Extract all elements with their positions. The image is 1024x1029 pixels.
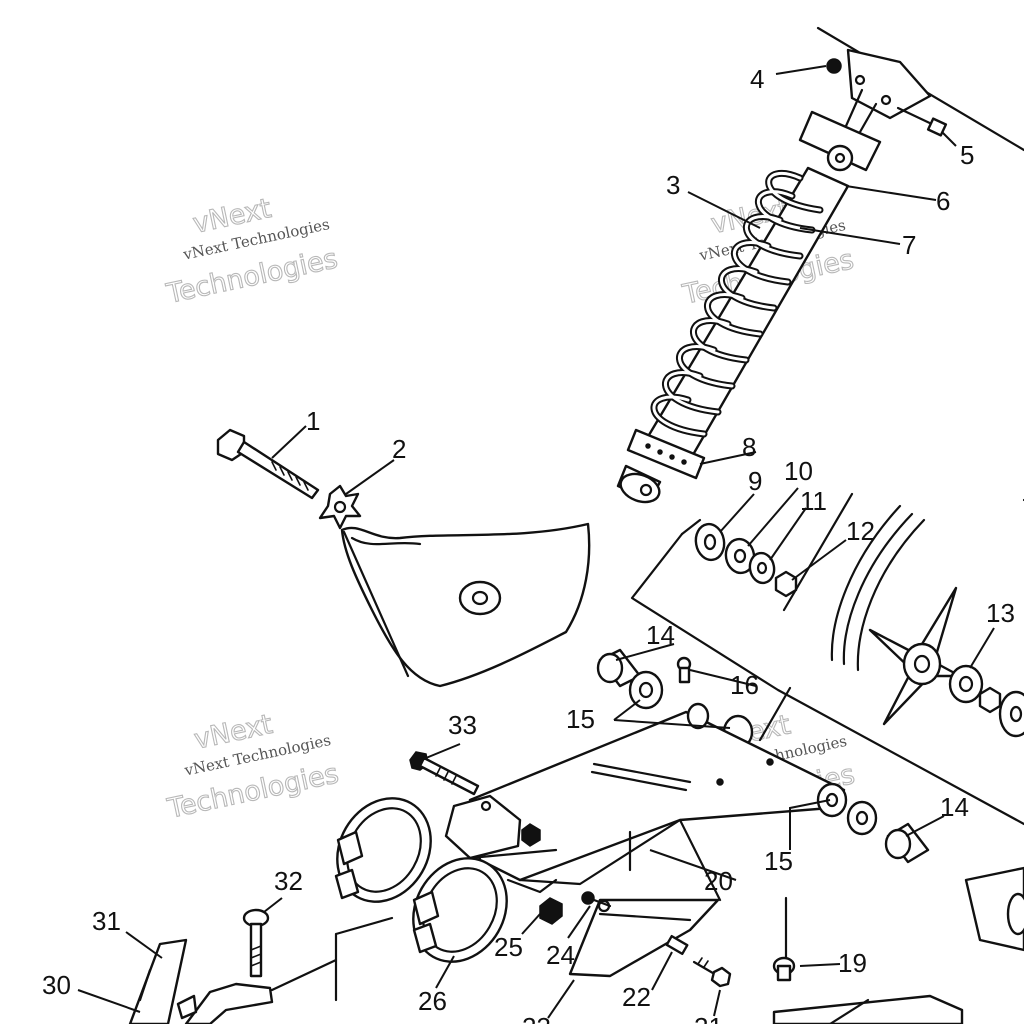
callout-9: 9 (748, 466, 762, 496)
callout-7: 7 (902, 230, 916, 260)
washer-right-edge-icon (998, 690, 1024, 738)
callout-4: 4 (750, 64, 764, 94)
bolt-19-icon (772, 896, 796, 982)
grease-fitting-16-icon (676, 656, 692, 684)
nut-25-icon (539, 897, 563, 925)
star-washer-2-icon (318, 484, 362, 530)
callout-11: 11 (800, 486, 827, 516)
callout-8: 8 (742, 432, 756, 462)
star-hub-icon (868, 586, 962, 726)
callout-24: 24 (546, 940, 575, 970)
clamp-bracket-lines (334, 916, 394, 1002)
pin-22-icon (665, 934, 689, 956)
spacer-13-icon (948, 664, 984, 704)
callout-25: 25 (494, 932, 523, 962)
washer-10-icon (724, 537, 756, 575)
tire-arc (830, 504, 926, 672)
callout-15-upper: 15 (566, 704, 595, 734)
callout-20: 20 (704, 866, 733, 896)
callout-16: 16 (730, 670, 759, 700)
callout-15-lower: 15 (764, 846, 793, 876)
callout-5: 5 (960, 140, 974, 170)
rear-frame-rails (128, 938, 338, 1026)
shock-absorber-icon (616, 110, 882, 504)
callout-32: 32 (274, 866, 303, 896)
callout-12: 12 (846, 516, 875, 546)
callout-22: 22 (622, 982, 651, 1012)
nut-12-icon (774, 570, 798, 598)
bolt-5-icon (896, 106, 948, 137)
callout-1: 1 (306, 406, 320, 436)
a-arm-icon (444, 702, 848, 902)
frame-mount-bracket (816, 26, 1024, 152)
callouts: 1 2 3 4 5 6 7 8 9 10 11 12 13 14 14 15 1… (42, 64, 1015, 1029)
bushing-15-upper-icon (628, 670, 664, 710)
bolt-33-icon (409, 751, 480, 796)
callout-10: 10 (784, 456, 813, 486)
clamp-ring-upper-icon (334, 797, 432, 903)
washer-11-icon (748, 551, 776, 585)
bolt-32-icon (242, 908, 270, 978)
lower-bracket-plate (568, 898, 720, 978)
callout-19: 19 (838, 948, 867, 978)
callout-14-upper: 14 (646, 620, 675, 650)
callout-31: 31 (92, 906, 121, 936)
clamp-ring-lower-icon (412, 857, 508, 963)
bushing-14-lower-icon (884, 822, 930, 864)
screw-24-icon (581, 891, 612, 913)
coil-spring (650, 169, 824, 438)
callout-2: 2 (392, 434, 406, 464)
washer-9-icon (694, 522, 726, 562)
bolt-1-icon (216, 428, 320, 500)
lower-right-bracket (772, 866, 1024, 1026)
nut-13b-icon (978, 686, 1002, 714)
bolt-21-icon (692, 957, 732, 988)
callout-30: 30 (42, 970, 71, 1000)
callout-13: 13 (986, 598, 1015, 628)
leader-lines (77, 65, 995, 1019)
callout-26: 26 (418, 986, 447, 1016)
watermark-1: vNext vNext Technologies Technologies (163, 193, 341, 311)
callout-6: 6 (936, 186, 950, 216)
callout-3: 3 (666, 170, 680, 200)
nut-4-icon (826, 58, 842, 74)
watermark-3: vNext vNext Technologies Technologies (164, 708, 342, 825)
callout-33: 33 (448, 710, 477, 740)
callout-21: 21 (694, 1012, 723, 1024)
guard-plate (340, 522, 591, 688)
callout-14-lower: 14 (940, 792, 969, 822)
callout-23: 23 (522, 1012, 551, 1024)
bushing-15-lower-icon (846, 800, 878, 836)
